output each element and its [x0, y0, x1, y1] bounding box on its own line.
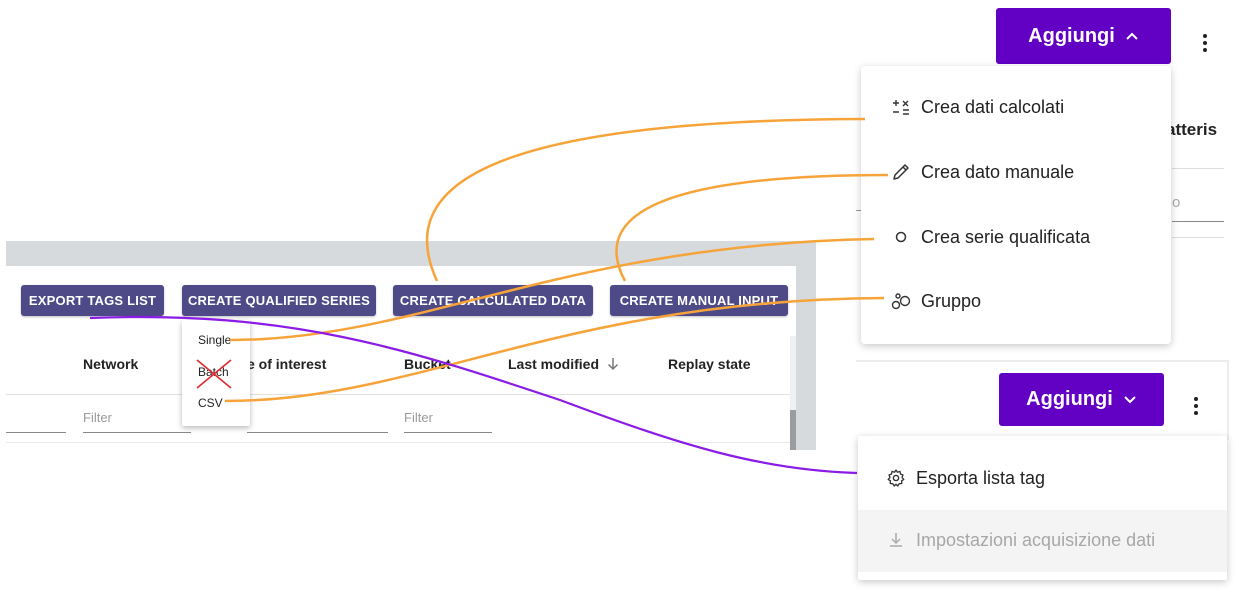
removed-cross-mark-icon [196, 359, 232, 389]
dropdown-item-single[interactable]: Single [198, 333, 232, 347]
table-scrollbar-thumb[interactable] [790, 410, 796, 450]
column-header-interest[interactable]: e of interest [247, 356, 327, 372]
filter-input-column-1[interactable] [6, 410, 66, 433]
pencil-icon [890, 161, 912, 183]
menu-item-label: Esporta lista tag [916, 467, 1046, 488]
create-qualified-series-button[interactable]: CREATE QUALIFIED SERIES [182, 285, 376, 316]
menu-item-label: Crea dato manuale [921, 161, 1075, 182]
menu-item-label: Crea serie qualificata [921, 226, 1091, 247]
menu-item-create-manual[interactable]: Crea dato manuale [890, 161, 1074, 183]
menu-item-create-calculated[interactable]: Crea dati calcolati [890, 96, 1064, 118]
download-icon [885, 529, 907, 551]
circle-icon [890, 226, 912, 248]
add-button-expanded[interactable]: Aggiungi [996, 8, 1171, 64]
menu-item-acquisition-settings[interactable]: Impostazioni acquisizione dati [885, 529, 1155, 551]
table-header-divider [6, 394, 790, 395]
menu-item-create-qualified[interactable]: Crea serie qualificata [890, 226, 1090, 248]
background-divider-2 [1172, 237, 1224, 238]
column-header-network[interactable]: Network [83, 356, 139, 372]
background-divider [1172, 168, 1224, 169]
column-header-replay-state[interactable]: Replay state [668, 356, 751, 372]
more-options-kebab-icon[interactable] [1193, 394, 1199, 418]
menu-item-label: Impostazioni acquisizione dati [916, 529, 1156, 550]
column-header-last-modified-label: Last modified [508, 356, 600, 372]
table-row-divider [6, 442, 790, 443]
menu-item-export-tags[interactable]: Esporta lista tag [885, 467, 1045, 489]
background-header-fragment: atteris [1166, 120, 1218, 139]
gear-icon [885, 467, 907, 489]
export-tags-list-button[interactable]: EXPORT TAGS LIST [21, 285, 164, 316]
menu-item-label: Crea dati calcolati [921, 96, 1065, 117]
background-input-fragment: o [1172, 194, 1181, 211]
filter-input-interest[interactable] [247, 410, 388, 433]
menu-item-group[interactable]: Gruppo [890, 290, 981, 312]
column-header-bucket[interactable]: Bucket [404, 356, 451, 372]
more-options-kebab-icon[interactable] [1202, 31, 1208, 55]
group-circles-icon [890, 290, 912, 312]
chevron-down-icon [1123, 395, 1137, 405]
qualified-series-dropdown: Single Batch CSV [182, 320, 250, 426]
create-calculated-data-button[interactable]: CREATE CALCULATED DATA [393, 285, 593, 316]
add-button-label: Aggiungi [1026, 388, 1113, 410]
chevron-up-icon [1125, 31, 1139, 41]
bottom-panel-right-border [1227, 360, 1229, 440]
dropdown-item-csv[interactable]: CSV [198, 396, 223, 410]
column-header-last-modified[interactable]: Last modified [508, 356, 619, 374]
sort-arrow-down-icon [607, 357, 619, 374]
filter-input-bucket[interactable]: Filter [404, 410, 492, 433]
add-button-collapsed[interactable]: Aggiungi [999, 373, 1164, 426]
bottom-panel-top-border [856, 360, 1229, 362]
filter-input-network[interactable]: Filter [83, 410, 191, 433]
background-input-underline [1172, 221, 1224, 222]
more-options-menu: Esporta lista tag Impostazioni acquisizi… [858, 436, 1227, 580]
menu-item-acquisition-highlight [858, 510, 1227, 572]
create-manual-input-button[interactable]: CREATE MANUAL INPUT [610, 285, 788, 316]
menu-item-label: Gruppo [921, 290, 982, 311]
add-menu-expanded: Crea dati calcolati Crea dato manuale Cr… [861, 66, 1171, 344]
calculator-icon [890, 96, 912, 118]
add-button-label: Aggiungi [1028, 24, 1115, 47]
